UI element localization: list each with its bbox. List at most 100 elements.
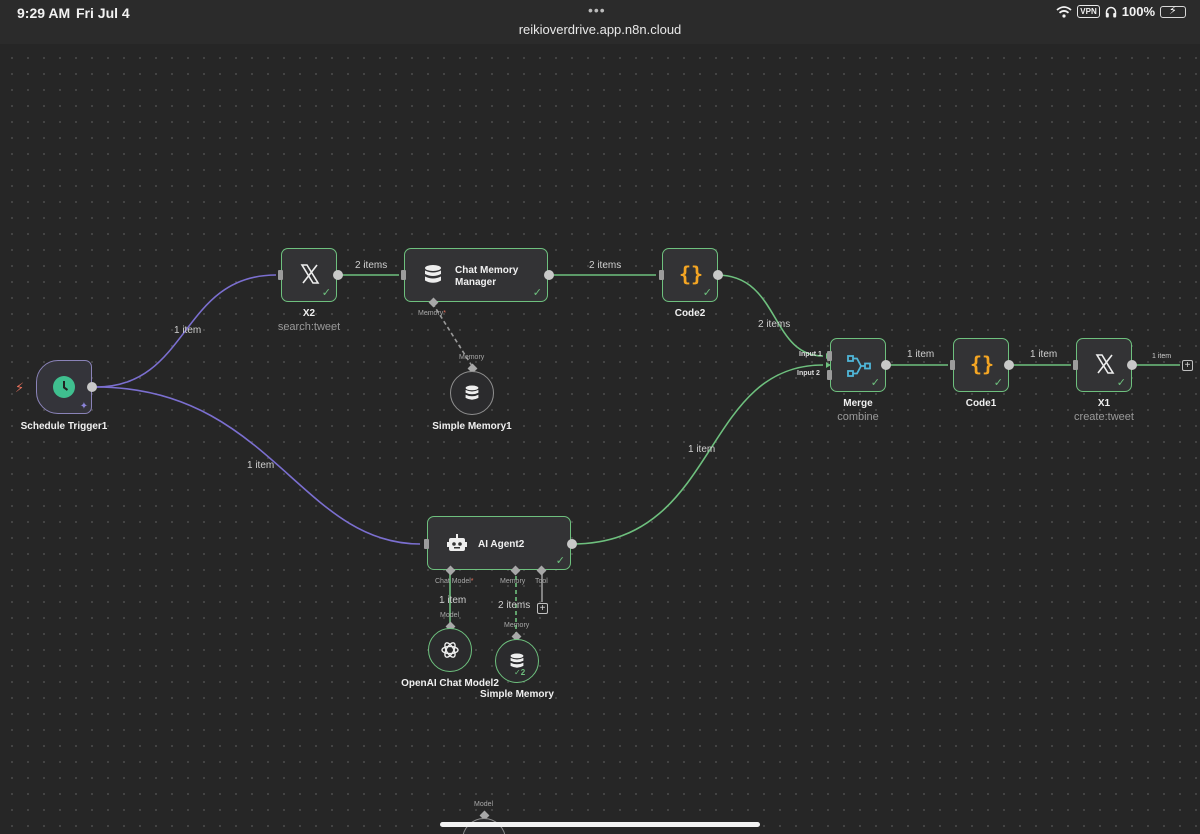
code1-output-port[interactable] xyxy=(1004,360,1014,370)
code2-label: Code2 xyxy=(674,308,706,319)
success-check-icon: ✓ xyxy=(532,287,542,299)
trigger-output-port[interactable] xyxy=(87,382,97,392)
wifi-icon xyxy=(1056,5,1072,18)
edge-label-x2-cmm: 2 items xyxy=(355,260,388,271)
status-time: 9:29 AM xyxy=(17,5,71,21)
openai-chat-model2-label: OpenAI Chat Model2 xyxy=(401,678,499,689)
openai-logo-icon xyxy=(439,639,461,661)
success-check-icon: ✓ xyxy=(1116,377,1126,389)
merge-subtitle: combine xyxy=(837,411,879,423)
ai-agent2-input-port[interactable] xyxy=(424,539,429,549)
success-check-icon: ✓ xyxy=(870,377,880,389)
cmm-input-port[interactable] xyxy=(401,270,406,280)
x2-subtitle: search:tweet xyxy=(277,321,341,333)
x2-output-port[interactable] xyxy=(333,270,343,280)
edge-label-merge-code1: 1 item xyxy=(907,349,935,360)
chat-memory-manager-node[interactable]: Chat Memory Manager ✓ xyxy=(404,248,548,302)
status-icons: VPN 100% ⚡ xyxy=(1056,4,1186,19)
code1-input-port[interactable] xyxy=(950,360,955,370)
x1-label: X1 xyxy=(1097,398,1111,409)
openai-chat-model2-node[interactable] xyxy=(428,628,472,672)
ai-agent2-node[interactable]: AI Agent2 ✓ xyxy=(427,516,571,570)
schedule-trigger-node[interactable]: ✦ xyxy=(36,360,92,414)
x2-node[interactable]: ✓ xyxy=(281,248,337,302)
merge-input1-port[interactable] xyxy=(827,351,832,361)
simple-memory-handle-label: Memory xyxy=(504,622,530,629)
merge-output-port[interactable] xyxy=(881,360,891,370)
vpn-badge: VPN xyxy=(1077,5,1100,18)
address-url[interactable]: reikioverdrive.app.n8n.cloud xyxy=(518,22,682,37)
merge-input2-label: Input 2 xyxy=(797,370,820,377)
edge-label-model-agent: 1 item xyxy=(439,595,467,606)
merge-node[interactable]: ✓ xyxy=(830,338,886,392)
home-indicator[interactable] xyxy=(440,822,760,827)
simple-memory1-handle-label: Memory xyxy=(459,354,485,361)
edge-label-code1-x1: 1 item xyxy=(1030,349,1058,360)
simple-memory-label: Simple Memory xyxy=(480,689,554,700)
code1-label: Code1 xyxy=(965,398,997,409)
edge-label-cmm-code2: 2 items xyxy=(589,260,622,271)
status-bar: 9:29 AM Fri Jul 4 ••• reikioverdrive.app… xyxy=(0,0,1200,44)
x1-output-port[interactable] xyxy=(1127,360,1137,370)
add-node-plus-icon[interactable]: + xyxy=(1182,360,1193,371)
x2-label: X2 xyxy=(302,308,316,319)
code2-output-port[interactable] xyxy=(713,270,723,280)
pin-icon: ✦ xyxy=(79,400,89,412)
success-check-icon: ✓ xyxy=(702,287,712,299)
x2-input-port[interactable] xyxy=(278,270,283,280)
x1-subtitle: create:tweet xyxy=(1074,411,1134,423)
edge-label-trigger-x2: 1 item xyxy=(174,325,202,336)
edge-label-code2-merge: 2 items xyxy=(758,319,791,330)
agent-memory-label: Memory xyxy=(500,578,526,585)
x1-input-port[interactable] xyxy=(1073,360,1078,370)
schedule-trigger-label: Schedule Trigger1 xyxy=(20,421,108,432)
success-check-icon: ✓ xyxy=(321,287,331,299)
headphones-icon xyxy=(1105,6,1116,17)
simple-memory-node[interactable]: ✓2 xyxy=(495,639,539,683)
ai-agent2-output-port[interactable] xyxy=(567,539,577,549)
success-check-icon: ✓ xyxy=(555,555,565,567)
code2-input-port[interactable] xyxy=(659,270,664,280)
edge-trigger-x2 xyxy=(95,274,277,388)
ai-agent2-label: AI Agent2 xyxy=(478,539,525,550)
agent-tool-label: Tool xyxy=(535,578,548,585)
database-icon xyxy=(508,651,526,671)
trigger-bolt-icon: ⚡ xyxy=(15,380,25,395)
bottom-model-handle-label: Model xyxy=(474,801,494,808)
x-logo-icon xyxy=(1094,353,1116,375)
success-check-icon: ✓ xyxy=(993,377,1003,389)
clock-icon xyxy=(52,375,76,399)
robot-icon xyxy=(446,534,468,554)
run-count-badge: ✓2 xyxy=(514,668,526,677)
x-logo-icon xyxy=(299,263,321,285)
battery-percent: 100% xyxy=(1121,4,1155,19)
simple-memory1-node[interactable] xyxy=(450,371,494,415)
edge-code2-merge xyxy=(716,274,824,357)
edge-trigger-agent xyxy=(95,386,421,545)
add-tool-plus-icon[interactable]: + xyxy=(537,603,548,614)
openai-model-handle-label: Model xyxy=(440,612,460,619)
code2-node[interactable]: {} ✓ xyxy=(662,248,718,302)
cmm-output-port[interactable] xyxy=(544,270,554,280)
code-braces-icon: {} xyxy=(969,352,995,376)
multitask-dots-icon[interactable]: ••• xyxy=(588,2,606,18)
merge-icon xyxy=(846,353,872,379)
status-date: Fri Jul 4 xyxy=(76,5,130,21)
code1-node[interactable]: {} ✓ xyxy=(953,338,1009,392)
merge-label: Merge xyxy=(843,398,873,409)
x1-node[interactable]: ✓ xyxy=(1076,338,1132,392)
edge-label-x1-out: 1 item xyxy=(1152,353,1172,360)
edge-memory1-cmm xyxy=(432,303,473,367)
agent-chat-model-label: Chat Model* xyxy=(435,578,474,585)
simple-memory1-label: Simple Memory1 xyxy=(432,421,512,432)
database-icon xyxy=(463,383,481,403)
code-braces-icon: {} xyxy=(678,262,704,286)
database-icon xyxy=(422,264,444,286)
merge-input1-label: Input 1 xyxy=(799,351,822,358)
cmm-memory-handle-label: Memory* xyxy=(418,310,447,317)
cmm-label-line1: Chat Memory xyxy=(455,265,519,276)
workflow-canvas[interactable] xyxy=(0,44,1200,834)
merge-input2-port[interactable] xyxy=(827,370,832,380)
edge-label-agent-merge: 1 item xyxy=(688,444,716,455)
